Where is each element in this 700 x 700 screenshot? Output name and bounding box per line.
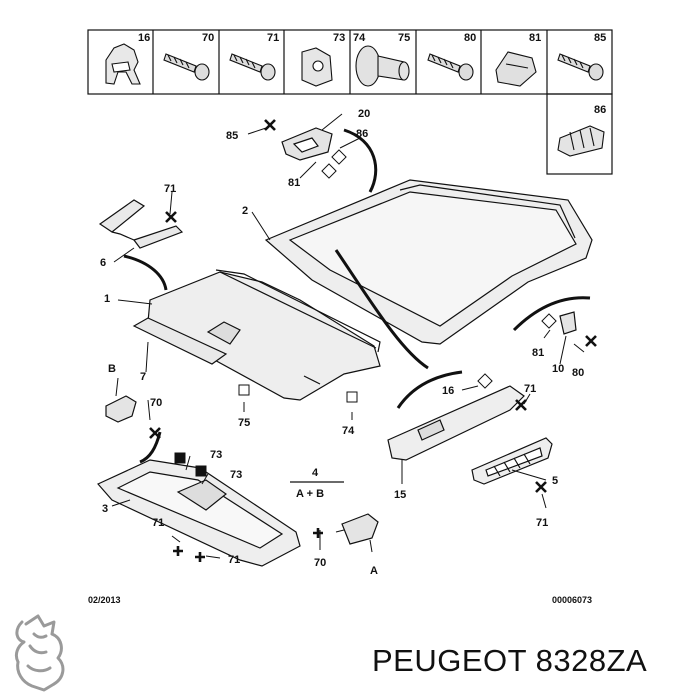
legend-label-86: 86 [594, 104, 606, 116]
headliner-panel [264, 179, 593, 345]
pad-icon [557, 125, 605, 157]
callout-2: 2 [242, 205, 248, 217]
clip-icon [105, 43, 141, 85]
callout-15: 15 [394, 489, 406, 501]
legend-label-73: 73 [333, 32, 345, 44]
diagram-date: 02/2013 [88, 595, 121, 605]
nut-clip-icon [301, 47, 333, 87]
reading-lamp [341, 513, 379, 545]
legend-label-81: 81 [529, 32, 541, 44]
plug-icon [495, 51, 537, 87]
assembly-formula: A + B [296, 488, 324, 500]
callout-80: 80 [572, 367, 584, 379]
front-frame [97, 459, 301, 567]
legend-label-75: 75 [398, 32, 410, 44]
push-rivet-icon [355, 45, 410, 87]
legend-label-85: 85 [594, 32, 606, 44]
legend-label-80: 80 [464, 32, 476, 44]
callout-81-lamp: 81 [288, 177, 300, 189]
grab-handle [387, 385, 525, 461]
callout-20: 20 [358, 108, 370, 120]
legend-label-74: 74 [353, 32, 366, 44]
clip-part [559, 311, 577, 335]
callout-70-bottom: 70 [314, 557, 326, 569]
callout-A: A [370, 565, 378, 577]
callout-7: 7 [140, 371, 146, 383]
leader-lines [111, 113, 585, 559]
assembly-number: 4 [312, 467, 319, 479]
callout-71-grille: 71 [536, 517, 548, 529]
diagram-reference: 00006073 [552, 595, 592, 605]
screw-icon [163, 53, 210, 81]
rivet-marker [173, 528, 323, 562]
lamp-part [281, 127, 333, 161]
callout-16: 16 [442, 385, 454, 397]
legend-label-70: 70 [202, 32, 214, 44]
callout-71-bracket: 71 [164, 183, 176, 195]
clip-part [105, 395, 137, 423]
callout-71-handle: 71 [524, 383, 536, 395]
legend-label-16: 16 [138, 32, 150, 44]
section-lines [123, 128, 591, 464]
callout-3: 3 [102, 503, 108, 515]
parts-legend [87, 29, 613, 175]
screw-icon [229, 53, 276, 81]
callout-85: 85 [226, 130, 238, 142]
peugeot-lion-logo [14, 614, 65, 692]
assembly-legend: 4 A + B [290, 467, 344, 500]
callout-86: 86 [356, 128, 368, 140]
screw-icon [427, 53, 474, 81]
callout-81-right: 81 [532, 347, 544, 359]
callout-73-lower: 73 [230, 469, 242, 481]
bracket-part [98, 199, 184, 249]
trim-strip [132, 317, 228, 365]
callout-71-frame-bottom: 71 [228, 554, 240, 566]
callout-73-upper: 73 [210, 449, 222, 461]
callout-10: 10 [552, 363, 564, 375]
callout-5: 5 [552, 475, 558, 487]
callout-74: 74 [342, 425, 355, 437]
grille-part [471, 437, 553, 485]
legend-label-71: 71 [267, 32, 279, 44]
callout-6: 6 [100, 257, 106, 269]
brand-caption: PEUGEOT 8328ZA [372, 643, 648, 678]
screw-icon [557, 53, 604, 81]
callout-71-frame-left: 71 [152, 517, 164, 529]
callout-70-left: 70 [150, 397, 162, 409]
callout-75: 75 [238, 417, 250, 429]
callout-1: 1 [104, 293, 110, 305]
callout-B: B [108, 363, 116, 375]
square-markers [174, 149, 557, 477]
screw-marker [149, 119, 597, 493]
